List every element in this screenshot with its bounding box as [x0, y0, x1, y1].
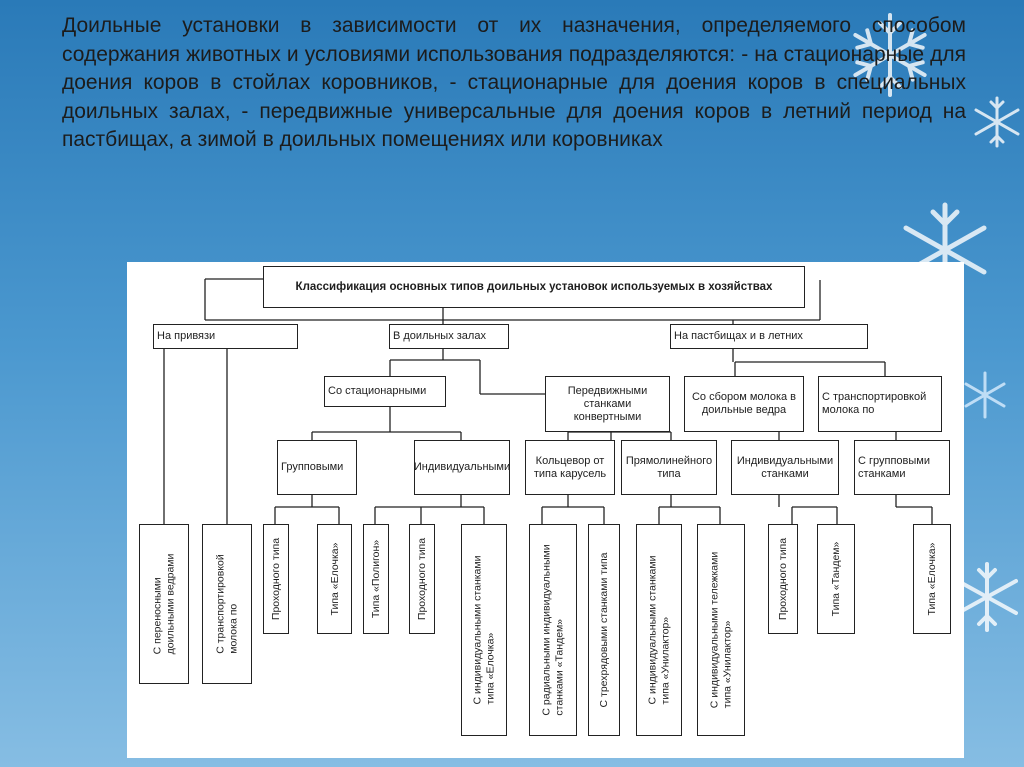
leaf-box: Типа «Елочка» — [913, 524, 951, 634]
subtype-individual: Индивидуальными — [414, 440, 510, 495]
leaf-label: Типа «Полигон» — [369, 539, 382, 619]
slide-heading-text: Доильные установки в зависимости от их н… — [62, 14, 966, 151]
type-stationary: Со стационарными — [324, 376, 446, 407]
subtype-carousel: Кольцевор от типа карусель — [525, 440, 615, 495]
type-transport-label: С транспортировкой молока по — [822, 391, 927, 416]
leaf-box: Типа «Елочка» — [317, 524, 352, 634]
category-milking-halls: В доильных залах — [389, 324, 509, 349]
leaf-label: Типа «Елочка» — [328, 542, 341, 616]
leaf-box: Проходного типа — [768, 524, 798, 634]
snowflake-icon — [964, 371, 1006, 419]
leaf-label: Типа «Тандем» — [829, 541, 842, 617]
leaf-box: С индивидуальными станками типа «Елочка» — [461, 524, 507, 736]
type-transport: С транспортировкой молока по — [818, 376, 942, 432]
leaf-label: Проходного типа — [415, 537, 428, 621]
leaf-box: С индивидуальными станками типа «Унилакт… — [636, 524, 682, 736]
leaf-label: С транспортировкой молока по — [214, 554, 240, 654]
type-buckets-label: Со сбором молока в доильные ведра — [691, 391, 797, 416]
subtype-group-stalls-label: С групповыми станками — [858, 454, 930, 480]
leaf-label: Проходного типа — [776, 537, 789, 621]
snowflake-icon — [974, 96, 1020, 148]
diagram-connectors — [163, 278, 933, 524]
subtype-group: Групповыми — [277, 440, 357, 495]
subtype-straight: Прямолинейного типа — [621, 440, 717, 495]
subtype-individual-label: Индивидуальными — [414, 461, 510, 473]
snowflake-icon — [853, 13, 927, 97]
leaf-box: С переносными доильными ведрами — [139, 524, 189, 684]
leaf-box: С радиальными индивидуальными станками «… — [529, 524, 577, 736]
leaf-box: Типа «Тандем» — [817, 524, 855, 634]
category-milking-halls-label: В доильных залах — [393, 330, 486, 342]
leaf-label: С индивидуальными станками типа «Елочка» — [471, 555, 497, 705]
leaf-label: Типа «Елочка» — [925, 542, 938, 616]
leaf-label: С трехрядовыми станками типа — [597, 552, 610, 708]
subtype-straight-label: Прямолинейного типа — [625, 454, 713, 480]
leaf-label: С радиальными индивидуальными станками «… — [540, 544, 566, 716]
diagram-title: Классификация основных типов доильных ус… — [295, 281, 773, 293]
type-mobile: Передвижными станками конвертными — [545, 376, 670, 432]
diagram-title-box: Классификация основных типов доильных ус… — [263, 266, 805, 308]
type-stationary-label: Со стационарными — [328, 385, 427, 397]
leaf-label: Проходного типа — [269, 537, 282, 621]
leaf-box: С трехрядовыми станками типа — [588, 524, 620, 736]
subtype-group-stalls: С групповыми станками — [854, 440, 950, 495]
subtype-carousel-label: Кольцевор от типа карусель — [533, 454, 607, 480]
classification-diagram: Классификация основных типов доильных ус… — [127, 262, 964, 758]
subtype-group-label: Групповыми — [281, 461, 344, 473]
leaf-box: Проходного типа — [409, 524, 435, 634]
category-pastures-label: На пастбищах и в летних — [674, 330, 803, 342]
leaf-box: Типа «Полигон» — [363, 524, 389, 634]
leaf-label: С индивидуальными тележками типа «Унилак… — [708, 551, 734, 709]
snowflake-icon — [956, 562, 1018, 632]
category-pastures: На пастбищах и в летних — [670, 324, 868, 349]
leaf-label: С переносными доильными ведрами — [151, 553, 177, 655]
leaf-label: С индивидуальными станками типа «Унилакт… — [646, 555, 672, 705]
category-tethered: На привязи — [153, 324, 298, 349]
leaf-box: С индивидуальными тележками типа «Унилак… — [697, 524, 745, 736]
subtype-individual-stalls: Индивидуальными станками — [731, 440, 839, 495]
category-tethered-label: На привязи — [157, 330, 216, 342]
leaf-box: С транспортировкой молока по — [202, 524, 252, 684]
subtype-individual-stalls-label: Индивидуальными станками — [736, 454, 834, 480]
type-buckets: Со сбором молока в доильные ведра — [684, 376, 804, 432]
leaf-box: Проходного типа — [263, 524, 289, 634]
type-mobile-label: Передвижными станками конвертными — [567, 384, 648, 423]
